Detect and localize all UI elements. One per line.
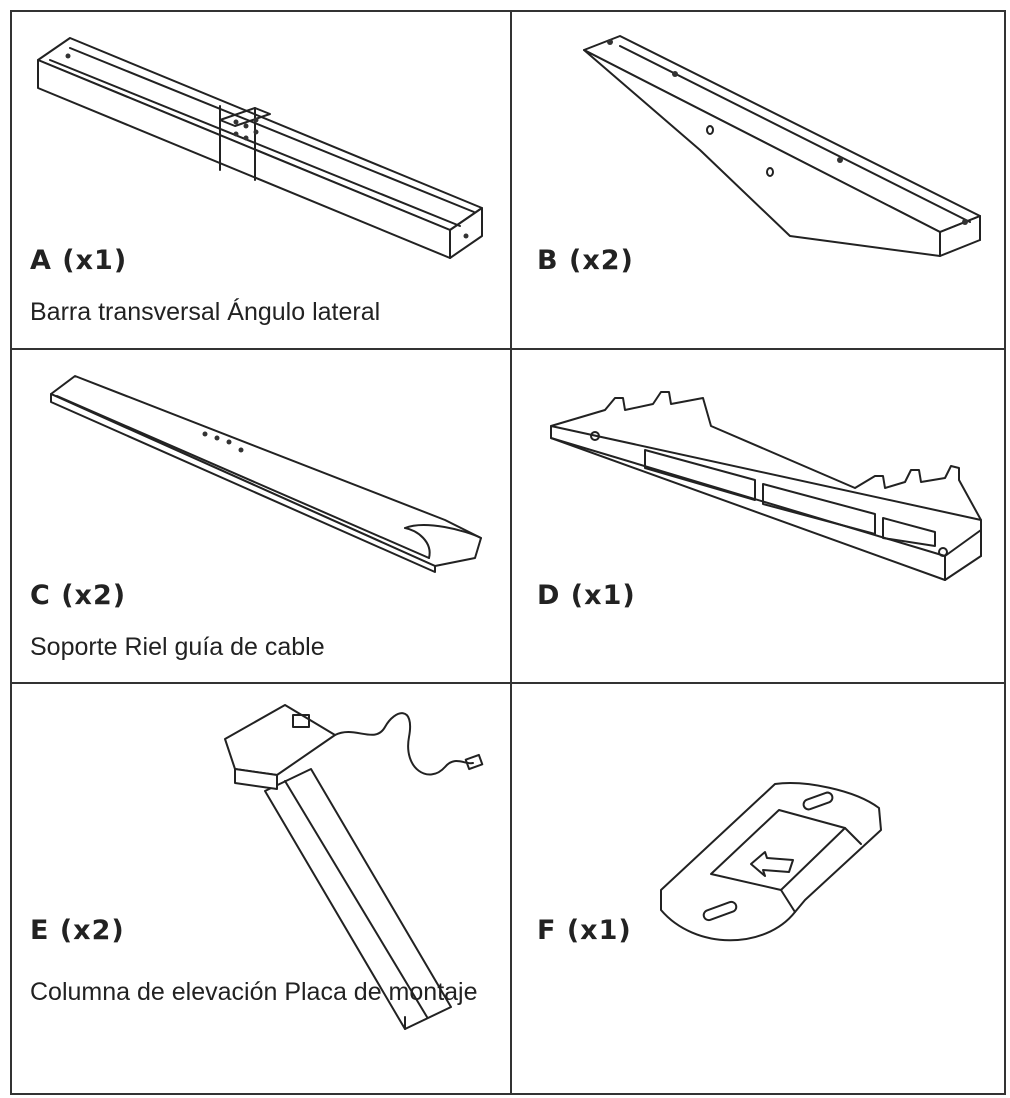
- row2-description: Soporte Riel guía de cable: [30, 633, 325, 662]
- part-label-e: E (x2): [30, 915, 125, 946]
- row1-description: Barra transversal Ángulo lateral: [30, 298, 380, 327]
- grid-divider-row2: [12, 682, 1004, 684]
- side-angle-icon: [580, 30, 990, 270]
- part-label-b: B (x2): [537, 245, 634, 276]
- part-label-d: D (x1): [537, 580, 636, 611]
- part-label-f: F (x1): [537, 915, 632, 946]
- grid-divider-row1: [12, 348, 1004, 350]
- part-label-a: A (x1): [30, 245, 127, 276]
- grid-divider-vertical: [510, 12, 512, 1093]
- mounting-plate-icon: [655, 780, 895, 955]
- row3-description: Columna de elevación Placa de montaje: [30, 978, 478, 1007]
- cable-rail-icon: [545, 380, 990, 590]
- support-foot-icon: [45, 370, 490, 580]
- part-label-c: C (x2): [30, 580, 126, 611]
- crossbar-icon: [30, 30, 490, 270]
